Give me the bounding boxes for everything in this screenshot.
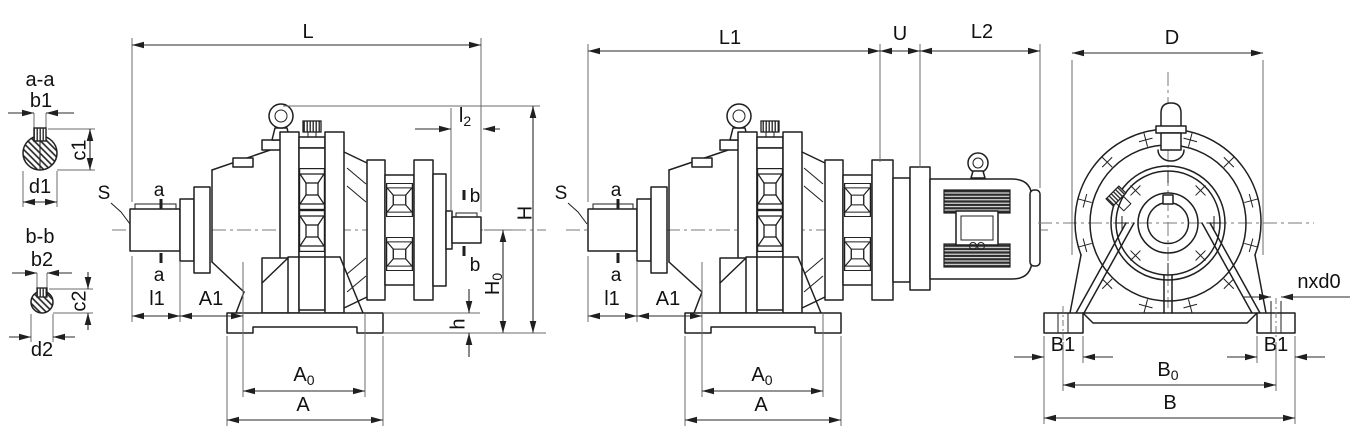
shaft-end-label-s: S bbox=[555, 183, 568, 204]
motor-fins-top bbox=[943, 189, 1011, 214]
dim-label-D: D bbox=[1165, 27, 1179, 49]
input-shaft bbox=[587, 208, 638, 252]
dim-label-b1: b1 bbox=[30, 90, 52, 112]
dim-label-B0: B0 bbox=[1157, 359, 1178, 383]
output-shaft-key bbox=[455, 212, 478, 218]
stage1-drum bbox=[756, 147, 784, 311]
housing-boss bbox=[232, 157, 254, 168]
shaft-end-label-s: S bbox=[98, 183, 111, 204]
stage2-flange-left bbox=[824, 159, 844, 301]
section-mark-a-bottom: a bbox=[611, 265, 622, 286]
mounting-foot bbox=[226, 312, 384, 334]
input-shaft bbox=[129, 208, 181, 252]
dim-label-B: B bbox=[1163, 392, 1176, 414]
motor-flange bbox=[909, 166, 931, 291]
bolt-hole-ticks-outer bbox=[1078, 133, 1258, 313]
section-mark-a-top: a bbox=[154, 180, 165, 201]
dim-label-A0: A0 bbox=[293, 364, 314, 388]
section-mark-b-top: b bbox=[470, 186, 481, 207]
motor-lifting-eye bbox=[967, 152, 989, 174]
support-braces bbox=[1075, 222, 1261, 314]
breather-plug bbox=[302, 120, 322, 133]
view-side-with-motor: a a S L1 U L2 l1 A1 A0 A bbox=[555, 21, 1048, 426]
input-shaft-key bbox=[134, 203, 177, 210]
coupling-housing bbox=[892, 177, 911, 283]
key-section-a bbox=[33, 127, 47, 142]
view-front: D nxd0 B1 B1 B0 B bbox=[1014, 27, 1350, 424]
dim-label-H0: H0 bbox=[482, 273, 504, 295]
section-a-a-title: a-a bbox=[26, 69, 56, 91]
dim-label-h: h bbox=[447, 318, 469, 329]
dim-label-A1: A1 bbox=[199, 288, 223, 310]
stage1-drum bbox=[298, 147, 326, 311]
dim-label-A1: A1 bbox=[656, 288, 680, 310]
bearing-boss-circle bbox=[1137, 192, 1199, 254]
section-mark-a-bottom: a bbox=[154, 265, 165, 286]
key-section-b bbox=[36, 287, 48, 298]
dim-label-L: L bbox=[302, 21, 313, 43]
dim-label-nxd0: nxd0 bbox=[1297, 271, 1340, 293]
stage2-flange-right bbox=[413, 159, 434, 301]
view-side-reducer: a a b b S L l2 H H0 h l1 A1 A0 A bbox=[98, 21, 546, 426]
section-mark-a-top: a bbox=[611, 180, 622, 201]
stage1-flange-right bbox=[324, 131, 345, 314]
dim-label-H: H bbox=[514, 206, 536, 220]
lifting-eye bbox=[268, 103, 294, 129]
dim-label-l1: l1 bbox=[149, 288, 165, 310]
section-b-b: b-b b2 c2 d2 bbox=[9, 226, 93, 361]
output-shaft bbox=[451, 216, 482, 244]
dim-label-L2: L2 bbox=[971, 21, 993, 43]
motor-terminal-box bbox=[955, 210, 999, 246]
breather-plug bbox=[760, 120, 780, 133]
dim-label-c1: c1 bbox=[68, 139, 90, 160]
dim-label-b2: b2 bbox=[31, 249, 53, 271]
section-mark-b-bottom: b bbox=[470, 255, 481, 276]
dim-label-c2: c2 bbox=[68, 290, 90, 311]
dim-label-A: A bbox=[296, 394, 310, 416]
bore-keyway bbox=[1162, 194, 1174, 205]
dim-label-l2: l2 bbox=[459, 105, 471, 129]
lifting-eye-front bbox=[1155, 102, 1187, 162]
motor-fins-bottom bbox=[943, 243, 1011, 268]
dim-label-A0: A0 bbox=[751, 364, 772, 388]
mounting-foot bbox=[684, 312, 842, 334]
dim-label-U: U bbox=[893, 23, 907, 45]
input-shaft-key bbox=[592, 203, 634, 210]
stage2-flange-right bbox=[871, 159, 894, 301]
section-a-a: a-a b1 c1 d1 bbox=[8, 69, 95, 207]
dim-label-A: A bbox=[754, 394, 768, 416]
stage1-flange-right bbox=[782, 131, 803, 314]
section-b-b-title: b-b bbox=[26, 226, 55, 248]
dim-label-d1: d1 bbox=[29, 176, 51, 198]
dim-label-d2: d2 bbox=[31, 339, 53, 361]
breather-plug-front bbox=[1105, 185, 1132, 212]
bearing-cover bbox=[193, 186, 211, 274]
housing-boss bbox=[691, 157, 713, 168]
stage2-flange-left bbox=[366, 159, 386, 301]
lifting-eye bbox=[726, 103, 752, 129]
dim-label-l1: l1 bbox=[604, 288, 620, 310]
bearing-cover bbox=[650, 186, 668, 274]
dim-label-L1: L1 bbox=[719, 27, 741, 49]
